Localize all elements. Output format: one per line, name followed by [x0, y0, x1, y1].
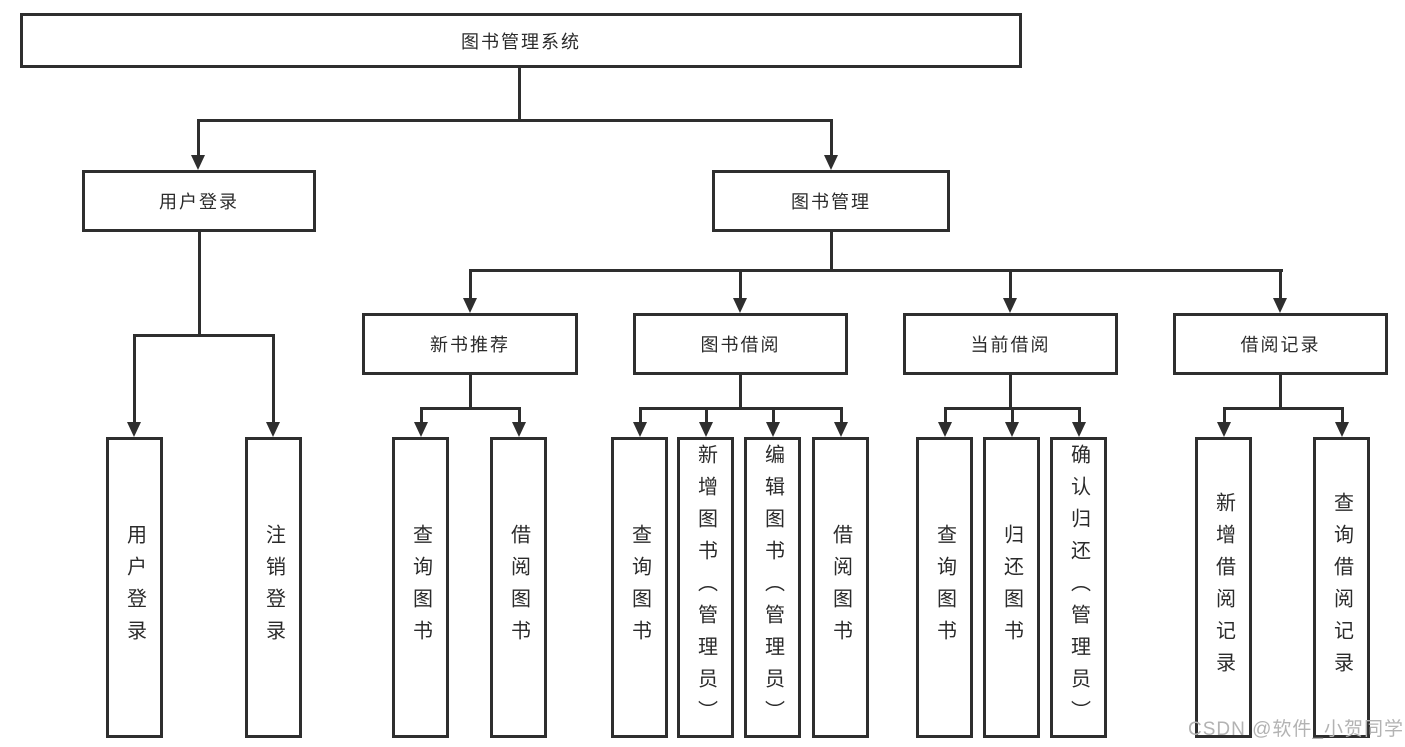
arrow-down-icon [633, 422, 647, 437]
connector-line [830, 231, 833, 271]
connector-line [639, 407, 843, 410]
watermark: CSDN @软件_小贺同学 [1188, 719, 1404, 740]
leaf-label: 借阅图书 [507, 523, 530, 652]
arrow-down-icon [512, 422, 526, 437]
arrow-down-icon [191, 155, 205, 170]
node-root-library-system: 图书管理系统 [20, 13, 1022, 68]
leaf-query-books-2: 查询图书 [611, 437, 668, 738]
leaf-borrow-books-1: 借阅图书 [490, 437, 547, 738]
connector-line [198, 231, 201, 335]
leaf-user-login: 用户登录 [106, 437, 163, 738]
arrow-down-icon [1335, 422, 1349, 437]
node-new-book-recommend: 新书推荐 [362, 313, 578, 375]
connector-line [1009, 269, 1012, 300]
node-borrow-records: 借阅记录 [1173, 313, 1388, 375]
connector-line [1011, 407, 1014, 424]
node-current-borrow: 当前借阅 [903, 313, 1118, 375]
connector-line [639, 407, 642, 424]
connector-line [133, 334, 136, 424]
connector-line [1279, 269, 1282, 300]
connector-line [469, 269, 1283, 272]
connector-line [1279, 374, 1282, 409]
connector-line [739, 374, 742, 409]
connector-line [772, 407, 775, 424]
connector-line [739, 269, 742, 300]
leaf-logout: 注销登录 [245, 437, 302, 738]
leaf-add-books-admin: 新增图书（管理员） [677, 437, 734, 738]
leaf-label: 借阅图书 [829, 523, 852, 652]
leaf-label: 新增借阅记录 [1212, 491, 1235, 684]
leaf-label: 查询图书 [628, 523, 651, 652]
connector-line [944, 407, 947, 424]
leaf-query-books-1: 查询图书 [392, 437, 449, 738]
arrow-down-icon [1003, 298, 1017, 313]
connector-line [840, 407, 843, 424]
connector-line [1223, 407, 1344, 410]
connector-line [420, 407, 521, 410]
arrow-down-icon [1005, 422, 1019, 437]
leaf-add-borrow-record: 新增借阅记录 [1195, 437, 1252, 738]
leaf-label: 查询借阅记录 [1330, 491, 1353, 684]
leaf-label: 新增图书（管理员） [694, 443, 717, 732]
connector-line [1223, 407, 1226, 424]
connector-line [469, 269, 472, 300]
leaf-label: 用户登录 [123, 523, 146, 652]
connector-line [518, 67, 521, 120]
arrow-down-icon [699, 422, 713, 437]
connector-line [197, 119, 833, 122]
connector-line [1009, 374, 1012, 409]
leaf-label: 编辑图书（管理员） [761, 443, 784, 732]
node-book-management: 图书管理 [712, 170, 950, 232]
connector-line [518, 407, 521, 424]
leaf-query-books-3: 查询图书 [916, 437, 973, 738]
connector-line [420, 407, 423, 424]
arrow-down-icon [1217, 422, 1231, 437]
leaf-return-books: 归还图书 [983, 437, 1040, 738]
node-book-borrow: 图书借阅 [633, 313, 848, 375]
leaf-label: 确认归还（管理员） [1067, 443, 1090, 732]
arrow-down-icon [824, 155, 838, 170]
connector-line [469, 374, 472, 409]
arrow-down-icon [127, 422, 141, 437]
leaf-borrow-books-2: 借阅图书 [812, 437, 869, 738]
leaf-confirm-return-admin: 确认归还（管理员） [1050, 437, 1107, 738]
node-user-login: 用户登录 [82, 170, 316, 232]
arrow-down-icon [766, 422, 780, 437]
leaf-label: 查询图书 [933, 523, 956, 652]
arrow-down-icon [938, 422, 952, 437]
arrow-down-icon [733, 298, 747, 313]
connector-line [1341, 407, 1344, 424]
leaf-label: 查询图书 [409, 523, 432, 652]
connector-line [197, 119, 200, 157]
connector-line [1078, 407, 1081, 424]
leaf-label: 注销登录 [262, 523, 285, 652]
connector-line [133, 334, 275, 337]
connector-line [272, 334, 275, 424]
leaf-label: 归还图书 [1000, 523, 1023, 652]
arrow-down-icon [1273, 298, 1287, 313]
arrow-down-icon [414, 422, 428, 437]
arrow-down-icon [1072, 422, 1086, 437]
arrow-down-icon [463, 298, 477, 313]
arrow-down-icon [834, 422, 848, 437]
leaf-query-borrow-record: 查询借阅记录 [1313, 437, 1370, 738]
connector-line [830, 119, 833, 157]
leaf-edit-books-admin: 编辑图书（管理员） [744, 437, 801, 738]
arrow-down-icon [266, 422, 280, 437]
connector-line [705, 407, 708, 424]
